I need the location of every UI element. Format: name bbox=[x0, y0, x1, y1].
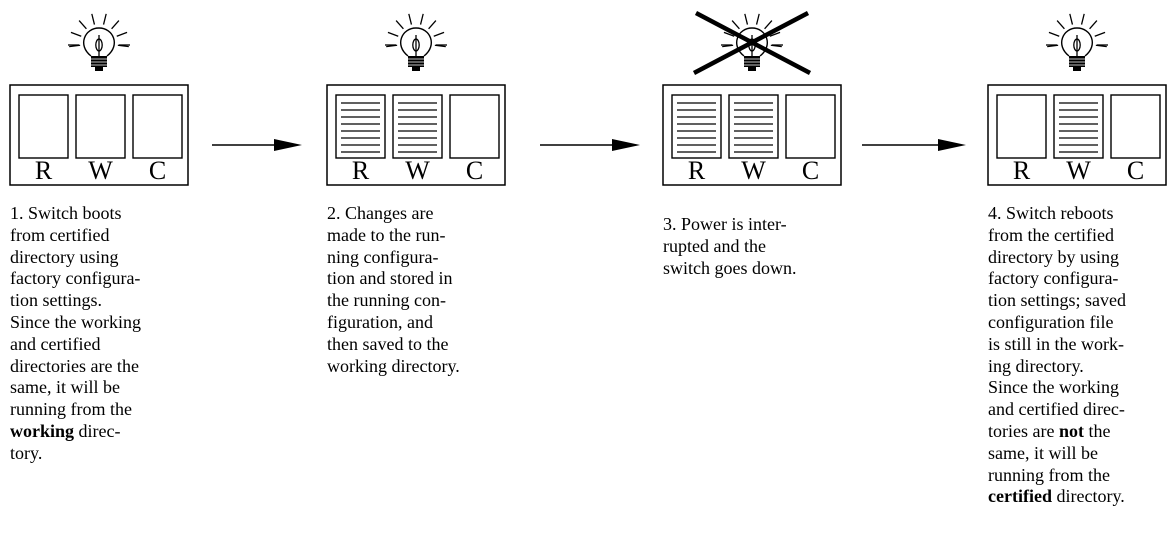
power-off-cross-icon bbox=[692, 11, 812, 75]
directory-label-r: R bbox=[35, 156, 53, 185]
directory-label-r: R bbox=[1013, 156, 1031, 185]
emphasis-text: certified bbox=[988, 486, 1052, 507]
emphasis-text: working bbox=[10, 420, 75, 441]
caption-text: 2. Changes are made to the run- ning con… bbox=[327, 203, 460, 376]
bulb-base bbox=[743, 56, 761, 71]
bulb-base bbox=[1068, 56, 1086, 71]
step-3-caption: 3. Power is inter- rupted and the switch… bbox=[663, 214, 797, 279]
certified-directory-file bbox=[449, 94, 500, 159]
directory-label-r: R bbox=[688, 156, 706, 185]
working-directory-file bbox=[728, 94, 779, 159]
working-directory-file bbox=[392, 94, 443, 159]
certified-directory-file bbox=[132, 94, 183, 159]
caption-text: 4. Switch reboots from the certified dir… bbox=[988, 203, 1126, 441]
directory-box bbox=[987, 84, 1167, 186]
running-directory-file bbox=[335, 94, 386, 159]
directory-label-c: C bbox=[466, 156, 483, 185]
directory-label-w: W bbox=[1066, 156, 1091, 185]
caption-text: the same, it will be running from the bbox=[988, 420, 1111, 485]
lightbulb-icon-1 bbox=[68, 13, 130, 71]
directory-label-c: C bbox=[1127, 156, 1144, 185]
directory-label-w: W bbox=[741, 156, 766, 185]
bulb-base bbox=[407, 56, 425, 71]
directory-box bbox=[326, 84, 506, 186]
step-4-caption: 4. Switch reboots from the certified dir… bbox=[988, 203, 1126, 508]
caption-text: 1. Switch boots from certified directory… bbox=[10, 203, 141, 420]
step-2-caption: 2. Changes are made to the run- ning con… bbox=[327, 203, 460, 377]
directory-label-w: W bbox=[405, 156, 430, 185]
certified-directory-file bbox=[1110, 94, 1161, 159]
flow-arrow-1 bbox=[212, 139, 302, 151]
directory-box bbox=[9, 84, 189, 186]
directory-label-c: C bbox=[802, 156, 819, 185]
lightbulb-icon-4 bbox=[1046, 13, 1108, 71]
caption-text: 3. Power is inter- rupted and the switch… bbox=[663, 214, 797, 278]
directory-label-r: R bbox=[352, 156, 370, 185]
emphasis-text: not bbox=[1058, 420, 1084, 441]
running-directory-file bbox=[671, 94, 722, 159]
flow-arrow-2 bbox=[540, 139, 640, 151]
lightbulb-icon-2 bbox=[385, 13, 447, 71]
directory-label-w: W bbox=[88, 156, 113, 185]
flow-arrow-3 bbox=[862, 139, 966, 151]
running-directory-file bbox=[18, 94, 69, 159]
working-directory-file bbox=[75, 94, 126, 159]
bulb-base bbox=[90, 56, 108, 71]
working-directory-file bbox=[1053, 94, 1104, 159]
step-1-caption: 1. Switch boots from certified directory… bbox=[10, 203, 141, 465]
caption-text: directory. bbox=[1051, 486, 1125, 507]
running-directory-file bbox=[996, 94, 1047, 159]
caption-text: direc- tory. bbox=[10, 420, 121, 463]
directory-label-c: C bbox=[149, 156, 166, 185]
directory-box bbox=[662, 84, 842, 186]
certified-directory-file bbox=[785, 94, 836, 159]
lightbulb-icon-3 bbox=[692, 11, 812, 75]
